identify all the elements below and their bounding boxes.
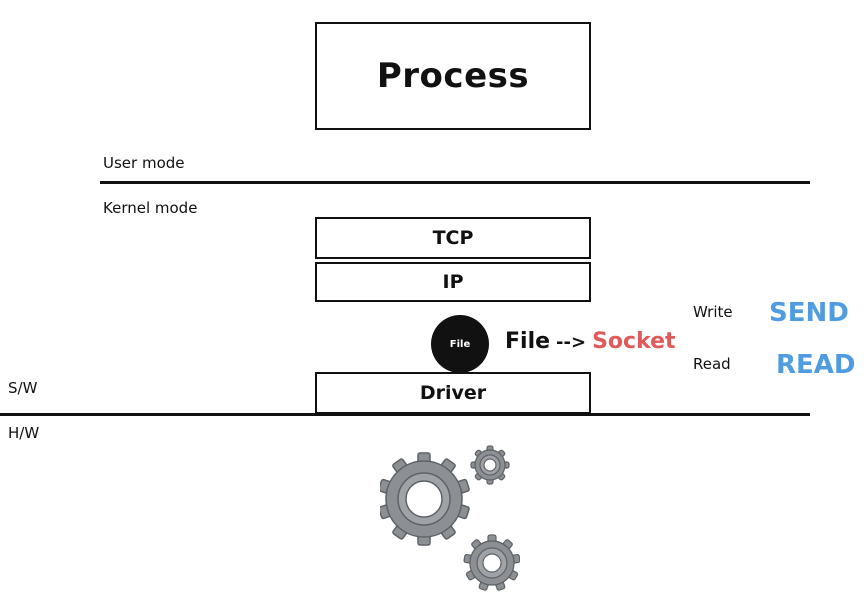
file-socket-mapping: File-->Socket [505,329,676,354]
mapping-to: Socket [592,329,676,354]
large-gear [380,452,470,546]
read-call-label: READ [776,350,856,380]
small-gear-top [470,445,510,485]
tcp-label: TCP [432,227,474,249]
sw-hw-divider [0,413,810,416]
gears-icon [380,445,520,591]
kernel-mode-label: Kernel mode [103,199,198,217]
file-icon: File [431,315,489,373]
send-label: SEND [769,298,849,328]
driver-layer: Driver [315,372,591,414]
process-box: Process [315,22,591,130]
user-kernel-divider [100,181,810,184]
write-label: Write [693,303,733,321]
process-label: Process [376,56,530,96]
file-icon-label: File [449,338,471,350]
tcp-layer: TCP [315,217,591,259]
ip-layer: IP [315,262,591,302]
driver-label: Driver [419,382,487,404]
read-label: Read [693,355,731,373]
mapping-from: File [505,329,551,354]
user-mode-label: User mode [103,154,185,172]
mapping-arrow: --> [556,332,587,353]
hw-label: H/W [8,424,40,442]
ip-label: IP [442,271,464,293]
small-gear-bottom [463,534,520,591]
sw-label: S/W [8,379,38,397]
